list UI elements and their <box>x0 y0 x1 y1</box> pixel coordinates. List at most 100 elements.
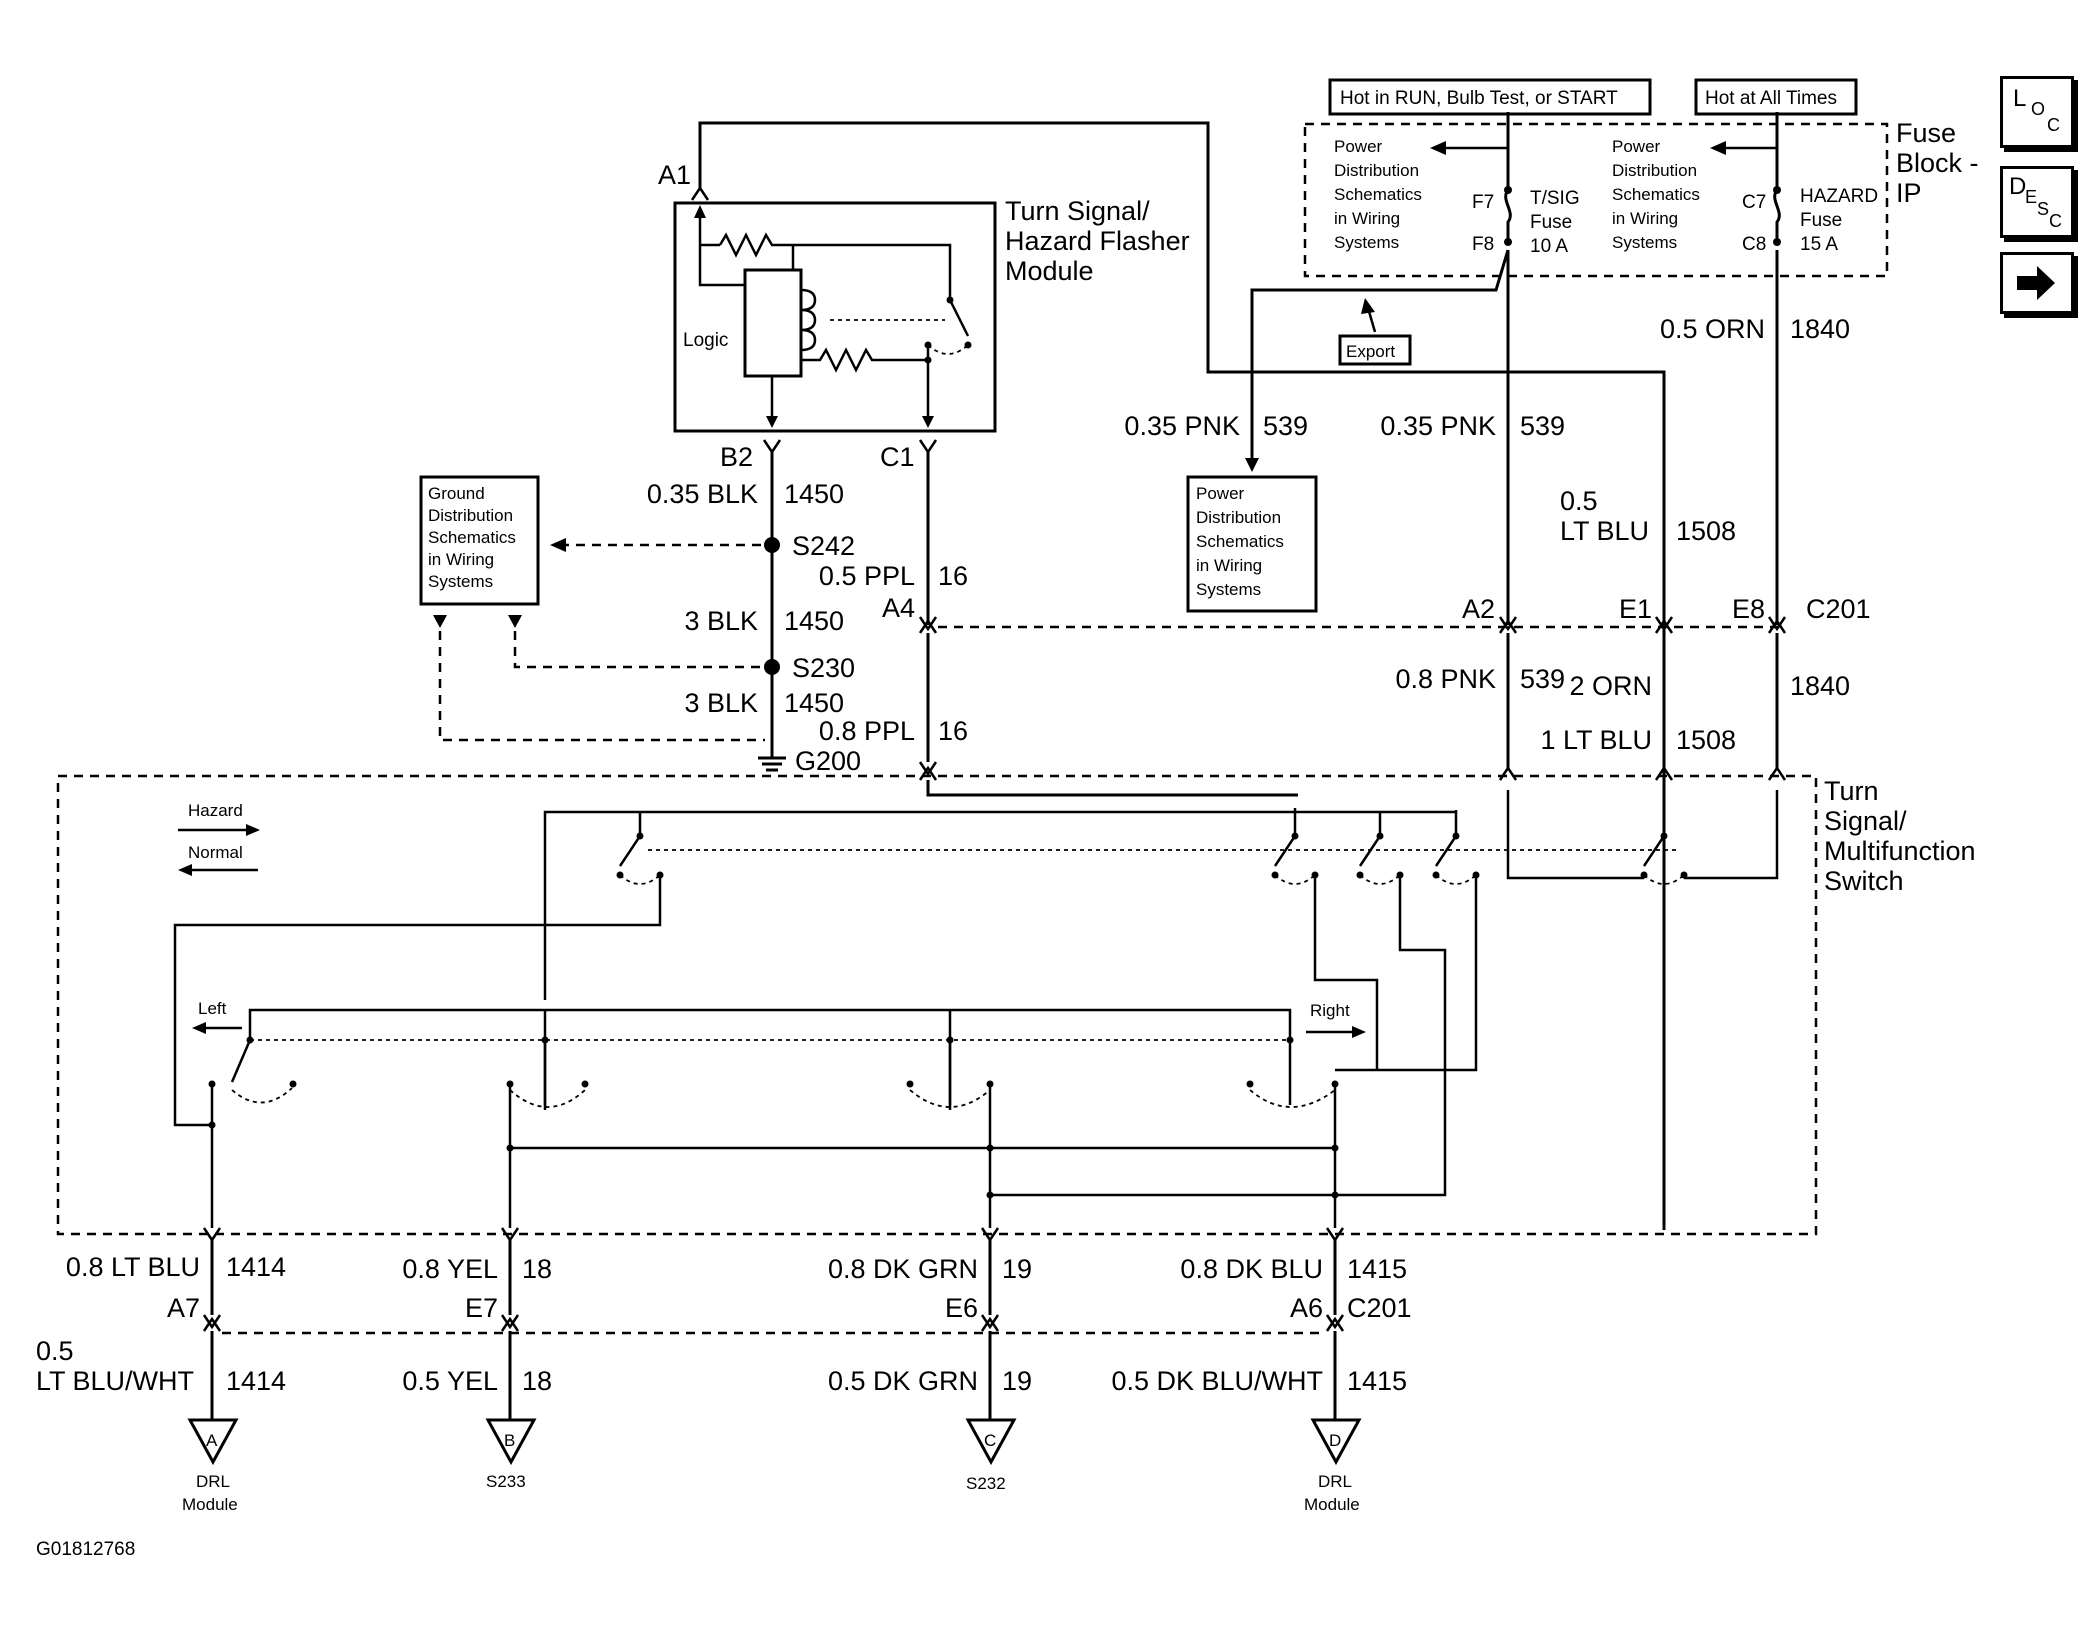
c1-label: C1 <box>880 442 915 472</box>
tsig-3: 10 A <box>1530 236 1568 257</box>
ground-distribution-box: Ground Distribution Schematics in Wiring… <box>419 475 540 606</box>
wire-3blk-a: 3 BLK <box>684 606 758 636</box>
a2-label: A2 <box>1462 594 1495 624</box>
wire-035pnk-a: 0.35 PNK <box>1124 411 1240 441</box>
fuse-block-title-1: Fuse <box>1896 118 1956 148</box>
arrow-left-icon <box>1710 141 1726 155</box>
loc-button[interactable]: L O C <box>2000 76 2074 148</box>
dest-a-1: DRL <box>196 1472 230 1491</box>
a4-label: A4 <box>882 593 915 623</box>
wire-ltbluwht: LT BLU/WHT <box>36 1366 194 1396</box>
hot-all-times-label: Hot at All Times <box>1705 88 1837 109</box>
destination-a: A DRL Module <box>182 1418 239 1514</box>
tri-a-label: A <box>206 1431 218 1450</box>
right-label: Right <box>1310 1001 1350 1020</box>
export-label: Export <box>1346 342 1395 361</box>
switch-contact-b <box>506 1036 589 1108</box>
normal-label: Normal <box>188 843 243 862</box>
circuit-19b: 19 <box>1002 1366 1032 1396</box>
circuit-16b: 16 <box>938 716 968 746</box>
dest-b: S233 <box>486 1472 526 1491</box>
switch-title-2: Signal/ <box>1824 806 1907 836</box>
multifunction-switch: Turn Signal/ Multifunction Switch Hazard… <box>56 774 1976 1236</box>
circuit-1415a: 1415 <box>1347 1254 1407 1284</box>
tsig-2: Fuse <box>1530 212 1572 233</box>
flasher-title-1: Turn Signal/ <box>1005 196 1150 226</box>
tri-d-label: D <box>1329 1431 1341 1450</box>
circuit-539b: 539 <box>1520 411 1565 441</box>
resistor-icon <box>718 232 800 258</box>
coil-icon <box>800 288 817 352</box>
ground-box-4: in Wiring <box>428 550 494 569</box>
hazard-1: HAZARD <box>1800 186 1878 207</box>
power-box-2: Distribution <box>1196 508 1281 527</box>
power-box-5: Systems <box>1196 580 1261 599</box>
power-box-3: Schematics <box>1196 532 1284 551</box>
power-box-1: Power <box>1196 484 1245 503</box>
e1-label: E1 <box>1619 594 1652 624</box>
hazard-label: Hazard <box>188 801 243 820</box>
circuit-1450b: 1450 <box>784 606 844 636</box>
e8-label: E8 <box>1732 594 1765 624</box>
desc-letter-2: E <box>2025 187 2038 207</box>
arrow-right-icon <box>246 824 260 836</box>
hot-run-box: Hot in RUN, Bulb Test, or START <box>1328 78 1652 116</box>
g200-label: G200 <box>795 746 861 776</box>
arrow-right-icon <box>1352 1026 1366 1038</box>
logic-label: Logic <box>683 330 728 351</box>
wire-ltblu: LT BLU <box>1560 516 1649 546</box>
dest-d-1: DRL <box>1318 1472 1352 1491</box>
pd-left-4: in Wiring <box>1334 209 1400 228</box>
pd-left-2: Distribution <box>1334 161 1419 180</box>
circuit-1450c: 1450 <box>784 688 844 718</box>
desc-letter-4: C <box>2049 211 2062 231</box>
splice-s230 <box>764 659 780 675</box>
s230-label: S230 <box>792 653 855 683</box>
ground-box-1: Ground <box>428 484 485 503</box>
pd-left-5: Systems <box>1334 233 1399 252</box>
wire-05: 0.5 <box>1560 486 1598 516</box>
desc-button[interactable]: D E S C <box>2000 166 2074 238</box>
a7-label: A7 <box>167 1293 200 1323</box>
circuit-1414b: 1414 <box>226 1366 286 1396</box>
wire-2orn: 2 ORN <box>1569 671 1652 701</box>
wire-05dkgrn: 0.5 DK GRN <box>828 1366 978 1396</box>
arrow-right-icon <box>2017 266 2055 300</box>
power-box-4: in Wiring <box>1196 556 1262 575</box>
switch-title-1: Turn <box>1824 776 1879 806</box>
circuit-1840a: 1840 <box>1790 314 1850 344</box>
destination-b: B S233 <box>485 1418 537 1491</box>
wire-3blk-b: 3 BLK <box>684 688 758 718</box>
ground-g200-icon <box>758 756 786 772</box>
wire-1ltblu: 1 LT BLU <box>1540 725 1652 755</box>
wire-05dkbluwht: 0.5 DK BLU/WHT <box>1111 1366 1323 1396</box>
tri-c-label: C <box>984 1431 996 1450</box>
ground-box-5: Systems <box>428 572 493 591</box>
dest-c: S232 <box>966 1474 1006 1493</box>
hazard-3: 15 A <box>1800 234 1838 255</box>
desc-letter-3: S <box>2037 199 2050 219</box>
arrow-left-icon <box>1430 141 1446 155</box>
c201-top-label: C201 <box>1806 594 1871 624</box>
hot-run-label: Hot in RUN, Bulb Test, or START <box>1340 88 1618 109</box>
wire-05orn: 0.5 ORN <box>1660 314 1765 344</box>
pd-right-4: in Wiring <box>1612 209 1678 228</box>
wire-08pnk: 0.8 PNK <box>1395 664 1496 694</box>
wire-05ppl: 0.5 PPL <box>819 561 915 591</box>
power-distribution-box: Power Distribution Schematics in Wiring … <box>1186 475 1318 613</box>
wire-08dkblu: 0.8 DK BLU <box>1180 1254 1323 1284</box>
hazard-fuse-icon <box>1773 112 1781 242</box>
next-page-button[interactable] <box>2000 252 2074 314</box>
switch-title-3: Multifunction <box>1824 836 1976 866</box>
wire-08dkgrn: 0.8 DK GRN <box>828 1254 978 1284</box>
destination-c: C S232 <box>965 1418 1017 1493</box>
tsig-1: T/SIG <box>1530 188 1580 209</box>
destination-d: D DRL Module <box>1304 1418 1362 1514</box>
circuit-1840b: 1840 <box>1790 671 1850 701</box>
e7-label: E7 <box>465 1293 498 1323</box>
wire-05a: 0.5 <box>36 1336 74 1366</box>
fuse-block-title-2: Block - <box>1896 148 1979 178</box>
circuit-16a: 16 <box>938 561 968 591</box>
circuit-1415b: 1415 <box>1347 1366 1407 1396</box>
